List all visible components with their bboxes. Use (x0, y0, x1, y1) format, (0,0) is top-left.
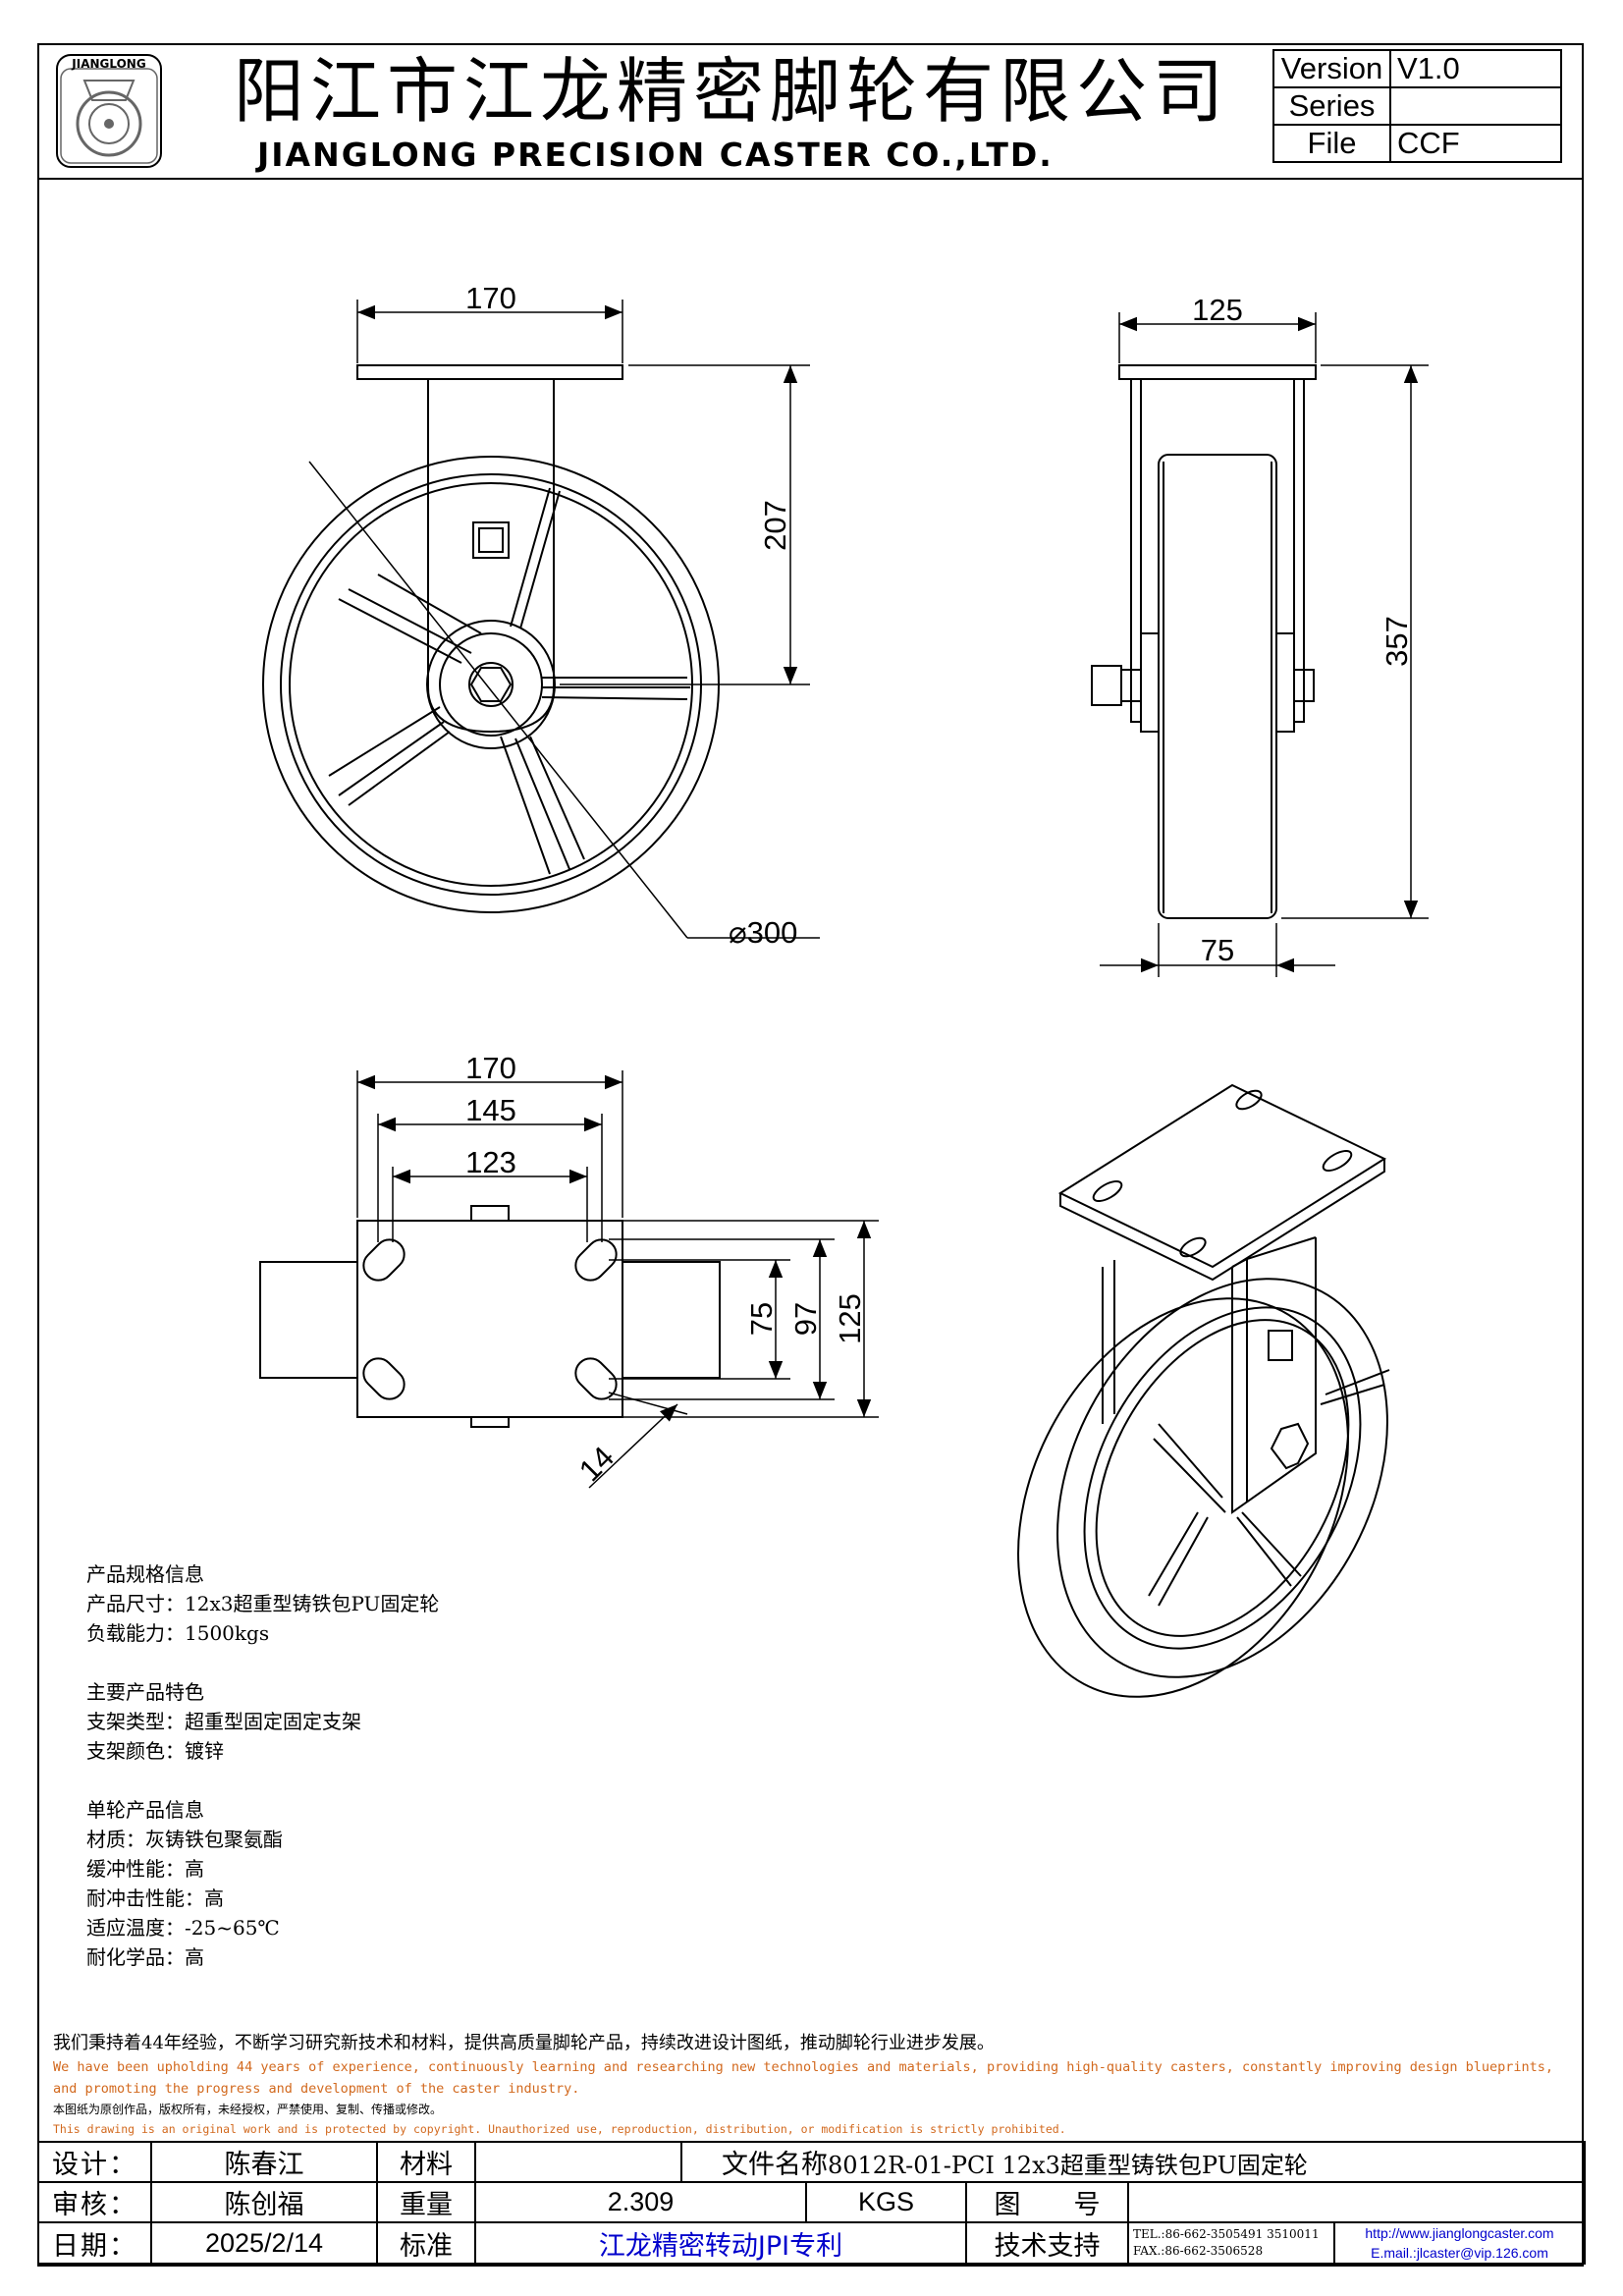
dim-front-width: 170 (465, 281, 516, 315)
dim-plate-v-97: 97 (788, 1302, 823, 1336)
date: 2025/2/14 (150, 2221, 378, 2265)
note-cn-commitment: 我们秉持着44年经验，不断学习研究新技术和材料，提供高质量脚轮产品，持续改进设计… (53, 2033, 995, 2053)
version-value: V1.0 (1389, 49, 1562, 88)
material-label: 材料 (376, 2141, 476, 2183)
designer: 陈春江 (150, 2141, 378, 2183)
isometric-view (1017, 1083, 1390, 1698)
dim-plate-width: 170 (465, 1051, 516, 1085)
design-label: 设计： (37, 2141, 152, 2183)
dim-front-height: 207 (758, 500, 792, 551)
dim-plate-v-125: 125 (833, 1293, 867, 1344)
spec-wheel-title: 单轮产品信息 (86, 1798, 204, 1822)
weight-label: 重量 (376, 2181, 476, 2223)
review-label: 审核： (37, 2181, 152, 2223)
weight: 2.309 (474, 2181, 807, 2223)
spec-features-title: 主要产品特色 (86, 1680, 204, 1704)
contact-web: http://www.jianglongcaster.com E.mail.:j… (1332, 2221, 1587, 2265)
standard-label: 标准 (376, 2221, 476, 2265)
dim-plate-v-75: 75 (744, 1302, 779, 1336)
dim-hole-span-inner: 123 (465, 1145, 516, 1179)
website-link[interactable]: http://www.jianglongcaster.com (1365, 2225, 1554, 2241)
mount-slot (362, 1357, 406, 1400)
reviewer: 陈创福 (150, 2181, 378, 2223)
header-divider (37, 178, 1584, 180)
mount-slot (362, 1238, 406, 1282)
spec-bracket-type: 支架类型：超重型固定固定支架 (86, 1710, 361, 1733)
mount-slot (574, 1357, 618, 1400)
company-logo (56, 54, 162, 168)
spec-product-info-title: 产品规格信息 (86, 1562, 204, 1586)
weight-unit: KGS (805, 2181, 967, 2223)
drawing-frame (37, 43, 1584, 2267)
spec-temperature: 适应温度：-25~65℃ (86, 1916, 280, 1940)
fax: FAX.:86-662-3506528 (1133, 2244, 1264, 2258)
side-view (1091, 312, 1429, 977)
series-label: Series (1272, 86, 1391, 126)
dim-side-width: 125 (1192, 293, 1243, 327)
dim-wheel-width: 75 (1201, 933, 1234, 967)
filename-label: 文件名称 (722, 2150, 828, 2180)
drawing-no-label: 图 号 (965, 2181, 1129, 2223)
file-label: File (1272, 124, 1391, 163)
file-value: CCF (1389, 124, 1562, 163)
note-en-copyright: This drawing is an original work and is … (53, 2122, 1066, 2136)
spec-chemical: 耐化学品：高 (86, 1945, 204, 1969)
product-specs: 产品规格信息 产品尺寸：12x3超重型铸铁包PU固定轮 负载能力：1500kgs… (86, 1559, 439, 1972)
top-view (259, 1070, 879, 1489)
dim-slot-width: 14 (572, 1440, 621, 1488)
filename: 8012R-01-PCI 12x3超重型铸铁包PU固定轮 (828, 2152, 1308, 2179)
standard: 江龙精密转动JPI专利 (474, 2221, 967, 2265)
spec-bracket-color: 支架颜色：镀锌 (86, 1739, 224, 1763)
note-en-commitment: We have been upholding 44 years of exper… (53, 2059, 1554, 2097)
notes: 我们秉持着44年经验，不断学习研究新技术和材料，提供高质量脚轮产品，持续改进设计… (53, 2031, 1585, 2139)
drawing-no (1126, 2181, 1587, 2223)
filename-cell: 文件名称8012R-01-PCI 12x3超重型铸铁包PU固定轮 (679, 2141, 1587, 2183)
series-value (1389, 86, 1562, 126)
spec-material: 材质：灰铸铁包聚氨酯 (86, 1828, 283, 1851)
spec-load: 负载能力：1500kgs (86, 1621, 270, 1645)
email-link[interactable]: E.mail.:jlcaster@vip.126.com (1371, 2245, 1548, 2261)
mount-slot (574, 1238, 618, 1282)
version-label: Version (1272, 49, 1391, 88)
support-label: 技术支持 (965, 2221, 1129, 2265)
company-name-en: JIANGLONG PRECISION CASTER CO.,LTD. (257, 136, 1054, 174)
spec-impact: 耐冲击性能：高 (86, 1886, 224, 1910)
tel: TEL.:86-662-3505491 3510011 (1133, 2227, 1320, 2241)
note-cn-copyright: 本图纸为原创作品，版权所有，未经授权，严禁使用、复制、传播或修改。 (53, 2103, 443, 2116)
front-view (262, 300, 820, 939)
company-name-cn: 阳江市江龙精密脚轮有限公司 (234, 50, 1230, 133)
contact-phone: TEL.:86-662-3505491 3510011 FAX.:86-662-… (1127, 2221, 1335, 2265)
dim-side-height: 357 (1380, 616, 1414, 667)
title-block: 设计： 陈春江 材料 文件名称8012R-01-PCI 12x3超重型铸铁包PU… (37, 2141, 1587, 2265)
material-value (474, 2141, 682, 2183)
spec-product-size: 产品尺寸：12x3超重型铸铁包PU固定轮 (86, 1592, 440, 1615)
date-label: 日期： (37, 2221, 152, 2265)
dim-diameter: ⌀300 (729, 915, 797, 950)
logo-text: JIANGLONG (72, 57, 146, 71)
dim-hole-span-outer: 145 (465, 1093, 516, 1127)
spec-cushion: 缓冲性能：高 (86, 1857, 204, 1881)
